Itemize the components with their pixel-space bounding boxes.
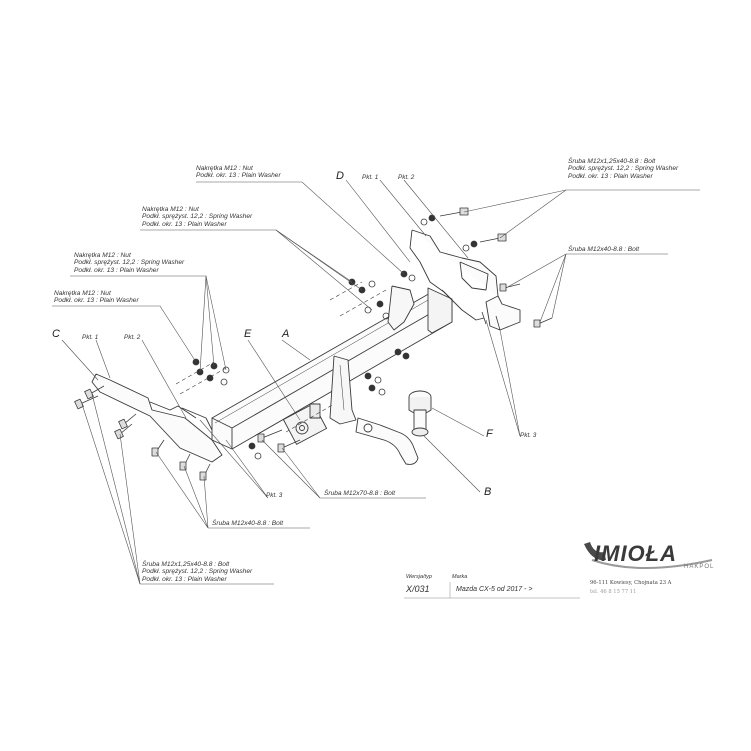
right-side-bracket: [409, 229, 521, 331]
title-code-header: Wersja/typ: [406, 574, 432, 580]
part-letter-d: D: [336, 170, 344, 182]
label-line: Nakrętka M12 : Nut: [74, 252, 131, 259]
label-nut-left: Nakrętka M12 : Nut Podkł. okr. 13 : Plai…: [54, 290, 139, 305]
label-line: Nakrętka M12 : Nut: [196, 165, 253, 172]
point-marker-2-left: Pkt. 2: [124, 334, 141, 341]
title-block-lines: [404, 582, 580, 599]
label-bolt-bottom-mid: Śruba M12x40-8.8 : Bolt: [212, 520, 283, 527]
electrical-socket: [282, 403, 328, 445]
leader-lines: [52, 179, 700, 585]
hidden-lines: [175, 281, 387, 433]
point-marker-3-right: Pkt. 3: [520, 432, 537, 439]
label-line: Podkł. okr. 13 : Plain Washer: [568, 172, 653, 180]
label-bolt-bottom-center: Śruba M12x70-8.8 : Bolt: [324, 490, 395, 497]
label-line: Śruba M12x40-8.8 : Bolt: [212, 520, 284, 527]
label-line: Podkł. sprężyst. 12,2 : Spring Washer: [142, 568, 253, 576]
point-marker-3-left: Pkt. 3: [266, 492, 283, 499]
tow-ball-neck: [355, 390, 432, 465]
label-line: Podkł. okr. 13 : Plain Washer: [196, 172, 281, 180]
title-model: Mazda CX-5 od 2017 - >: [456, 586, 533, 593]
label-line: Podkł. sprężyst. 12,2 : Spring Washer: [142, 213, 253, 221]
brand-phone: tel. 46 8 15 77 11: [590, 589, 637, 595]
label-nut-top: Nakrętka M12 : Nut Podkł. okr. 13 : Plai…: [196, 165, 281, 180]
label-bolt-bottom-left: Śruba M12x1,25x40-8.8 : Bolt Podkł. sprę…: [142, 561, 252, 583]
label-line: Podkł. sprężyst. 12,2 : Spring Washer: [74, 259, 185, 267]
brand-subtitle: HAKPOL: [684, 564, 715, 570]
label-nut-spring-top: Nakrętka M12 : Nut Podkł. sprężyst. 12,2…: [142, 206, 252, 228]
label-line: Podkł. sprężyst. 12,2 : Spring Washer: [568, 165, 679, 173]
label-line: Śruba M12x70-8.8 : Bolt: [324, 490, 396, 497]
label-bolt-right-mid: Śruba M12x40-8.8 : Bolt: [568, 246, 639, 253]
central-mount-bracket: [387, 285, 415, 331]
brand-logo-mark: [584, 542, 713, 569]
label-line: Nakrętka M12 : Nut: [142, 206, 199, 213]
bolts-center-group: [257, 429, 301, 453]
label-line: Podkł. okr. 13 : Plain Washer: [142, 575, 227, 583]
label-nut-spring-mid: Nakrętka M12 : Nut Podkł. sprężyst. 12,2…: [74, 252, 184, 274]
socket-plate: [329, 355, 357, 425]
label-bolt-right-top: Śruba M12x1,25x40-8.8 : Bolt Podkł. sprę…: [568, 158, 678, 180]
label-line: Nakrętka M12 : Nut: [54, 290, 111, 297]
title-make-header: Marka: [452, 574, 468, 580]
label-line: Podkł. okr. 13 : Plain Washer: [74, 266, 159, 274]
label-line: Śruba M12x1,25x40-8.8 : Bolt: [142, 561, 230, 568]
left-side-bracket: [91, 373, 223, 463]
bolts-left-group: [74, 385, 211, 481]
point-marker-1-right: Pkt. 1: [362, 174, 379, 181]
title-code: X/031: [406, 584, 430, 594]
point-marker-2-right: Pkt. 2: [398, 174, 415, 181]
label-line: Śruba M12x1,25x40-8.8 : Bolt: [568, 158, 656, 165]
part-letter-e: E: [244, 328, 252, 340]
point-marker-1-left: Pkt. 1: [82, 334, 99, 341]
brand-logo-text: IMIOŁA: [594, 541, 677, 566]
label-line: Podkł. okr. 13 : Plain Washer: [142, 220, 227, 228]
part-letter-b: B: [484, 486, 492, 498]
part-letter-a: A: [282, 328, 290, 340]
label-line: Podkł. okr. 13 : Plain Washer: [54, 297, 139, 305]
brand-address: 96-111 Kowiesy, Chojnata 23 A: [590, 580, 672, 586]
part-letter-f: F: [486, 428, 493, 440]
part-letter-c: C: [52, 328, 60, 340]
crossbar-beam: [211, 287, 453, 450]
label-line: Śruba M12x40-8.8 : Bolt: [568, 246, 640, 253]
